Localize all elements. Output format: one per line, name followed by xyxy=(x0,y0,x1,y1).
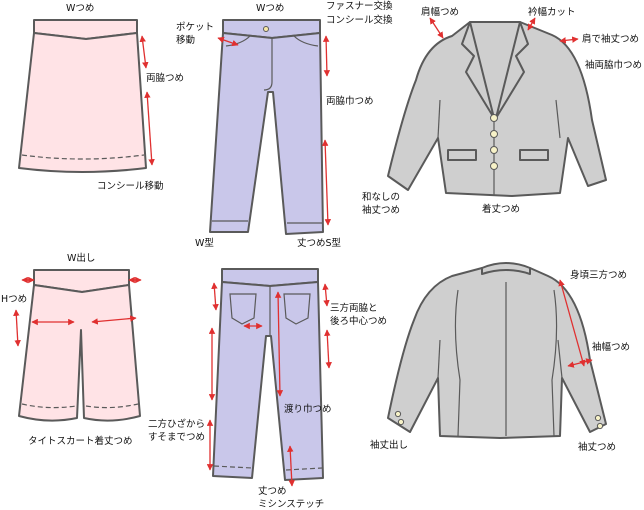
skirt-bottom-side-arrow xyxy=(13,309,21,347)
pants-top-body xyxy=(209,32,324,235)
jacket-front-sleeve-width-label: 袖両脇巾つめ xyxy=(585,59,642,71)
jacket-front-button-icon-4 xyxy=(490,162,498,170)
pants-bottom-sides-label-1: 三方両脇と xyxy=(330,302,378,314)
skirt-bottom-hem-line-left xyxy=(21,403,77,409)
jacket-front-sleeve-seam-left xyxy=(437,99,441,139)
jacket-front-button-icon-3 xyxy=(490,146,498,154)
jacket-back-sleeve-width-label: 袖幅つめ xyxy=(592,341,630,353)
jacket-back-cuff-button-icon-4 xyxy=(596,422,604,430)
jacket-back-sleeve-shorten-label: 袖丈つめ xyxy=(578,441,616,453)
pants-top-pocket-label-2: 移動 xyxy=(176,34,195,46)
jacket-back-collar xyxy=(481,262,531,275)
skirt-bottom-hem-line-right xyxy=(85,403,139,409)
jacket-back-body xyxy=(387,267,607,439)
pants-bottom-length-label-2: ミシンステッチ xyxy=(258,499,324,510)
pants-top-pocket-right xyxy=(293,35,319,47)
skirt-bottom-body xyxy=(18,284,141,422)
pants-bottom-sides-label-2: 後ろ中心つめ xyxy=(330,315,387,327)
pants-top-zipper-arrow xyxy=(322,35,331,77)
jacket-back-sleeve-seam-left xyxy=(437,339,441,379)
jacket-front-body xyxy=(387,21,607,197)
pants-top-pocket-arrow xyxy=(217,36,239,47)
jacket-back-princess-right xyxy=(551,289,558,437)
skirt-top-hem-line xyxy=(21,154,145,160)
pants-bottom-width-label: 渡り巾つめ xyxy=(284,403,332,415)
jacket-front-lapel-left xyxy=(461,21,495,119)
jacket-back-princess-left xyxy=(454,289,461,437)
skirt-top: Wつめ 両脇つめ コンシール移動 xyxy=(18,3,184,192)
jacket-front-shoulder-arrow xyxy=(429,17,444,39)
pants-bottom-body xyxy=(212,281,324,481)
jacket-front-shoulder-label: 肩幅つめ xyxy=(421,6,459,18)
jacket-front-noslit-label-1: 和なしの xyxy=(362,192,400,203)
jacket-back-body-sides-arrow xyxy=(558,279,586,367)
jacket-back-sleeve-out-label: 袖丈出し xyxy=(370,439,408,451)
pants-bottom-length-label-1: 丈つめ xyxy=(258,486,287,497)
skirt-top-sides-arrow-2 xyxy=(144,91,155,166)
jacket-back-cuff-button-icon-3 xyxy=(594,414,602,422)
pants-bottom-right-knee-arrow xyxy=(324,329,332,369)
jacket-back-cuff-button-icon-2 xyxy=(397,418,405,426)
jacket-front-lapel-right xyxy=(495,21,529,119)
pants-top-zipper-label: ファスナー交換 xyxy=(326,0,393,12)
pants-top-length-label: 丈つめS型 xyxy=(297,238,342,249)
pants-bottom-hem-right xyxy=(285,467,323,471)
jacket-front-shoulder-sleeve-arrow xyxy=(559,36,579,44)
jacket-front-noslit-label-2: 袖丈つめ xyxy=(362,204,400,216)
pants-bottom-right-side-arrow xyxy=(322,283,330,307)
pants-bottom-pocket-left xyxy=(229,293,257,325)
pants-bottom-left-side-arrow xyxy=(211,282,219,311)
skirt-bottom-waist-label: W出し xyxy=(67,252,95,264)
jacket-front-sleeve-seam-right xyxy=(555,99,561,139)
jacket-front-pocket-left xyxy=(447,149,477,161)
skirt-bottom: W出し Hつめ タイトスカート着丈つめ xyxy=(1,252,142,447)
pants-bottom-twoway-label-2: すそまでつめ xyxy=(148,432,205,443)
skirt-top-body xyxy=(18,32,147,173)
pants-top-pocket-label-1: ポケット xyxy=(176,22,214,33)
jacket-front-collar-label: 衿幅カット xyxy=(528,6,576,18)
jacket-back: 身頃三方つめ 袖幅つめ 袖丈出し 袖丈つめ xyxy=(370,262,630,453)
skirt-top-concealer-label: コンシール移動 xyxy=(97,180,164,192)
jacket-front-collar-arrow xyxy=(527,17,536,31)
pants-top: Wつめ ポケット 移動 ファスナー交換 コンシール交換 両脇巾つめ W型 丈つめ… xyxy=(176,0,393,249)
jacket-front-button-icon-1 xyxy=(490,114,498,122)
pants-bottom: 三方両脇と 後ろ中心つめ 二方ひざから すそまでつめ 渡り巾つめ 丈つめ ミシン… xyxy=(148,268,387,510)
skirt-bottom-tight-label: タイトスカート着丈つめ xyxy=(28,435,133,447)
jacket-front-button-icon-2 xyxy=(490,130,498,138)
skirt-top-sides-arrow xyxy=(139,35,149,69)
jacket-front: 肩幅つめ 衿幅カット 肩で袖丈つめ 袖両脇巾つめ 和なしの 袖丈つめ 着丈つめ xyxy=(362,6,642,216)
pants-top-sides-arrow xyxy=(321,139,332,226)
skirt-bottom-hip-arrow-right xyxy=(91,315,137,325)
pants-top-button-icon xyxy=(263,26,269,32)
pants-bottom-hem-left xyxy=(213,465,253,469)
jacket-back-cuff-button-icon-1 xyxy=(394,410,402,418)
pants-top-wtype-label: W型 xyxy=(195,238,214,249)
jacket-back-sleeve-width-arrow xyxy=(567,358,593,368)
pants-bottom-twoway-label-1: 二方ひざから xyxy=(148,418,205,430)
pants-bottom-length-arrow xyxy=(287,445,295,487)
skirt-top-waist-label: Wつめ xyxy=(66,3,94,14)
skirt-bottom-hip-label: Hつめ xyxy=(1,294,27,305)
pants-top-concealer-label: コンシール交換 xyxy=(326,14,393,26)
pants-top-sides-label: 両脇巾つめ xyxy=(326,95,374,107)
jacket-front-body-length-label: 着丈つめ xyxy=(482,203,520,215)
skirt-top-sides-label: 両脇つめ xyxy=(146,73,184,84)
pants-top-waist-label: Wつめ xyxy=(256,3,284,14)
pants-bottom-center-arrow xyxy=(274,291,284,397)
pants-bottom-pocket-right xyxy=(283,293,311,325)
jacket-front-shoulder-sleeve-label: 肩で袖丈つめ xyxy=(582,33,639,45)
jacket-front-pocket-right xyxy=(519,149,549,161)
jacket-back-body-sides-label: 身頃三方つめ xyxy=(570,269,627,281)
pants-top-fly xyxy=(263,38,273,91)
